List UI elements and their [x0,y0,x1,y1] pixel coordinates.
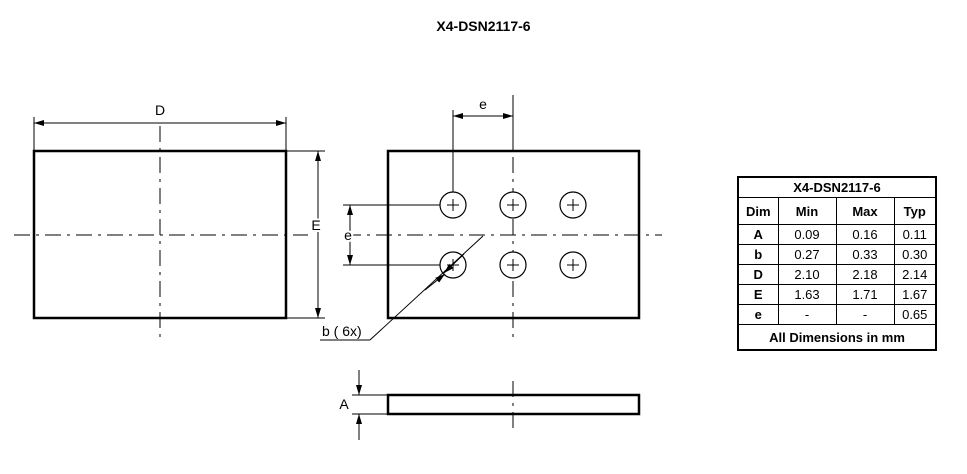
dim-D-label: D [155,102,165,118]
row-typ: 1.67 [893,284,937,305]
dim-e-h-label: e [479,96,487,112]
row-max: 1.71 [835,284,895,305]
row-dim: E [737,284,779,305]
row-max: 0.33 [835,244,895,265]
row-typ: 0.30 [893,244,937,265]
ball-2-3 [559,251,587,279]
row-min: - [777,304,837,325]
row-dim: D [737,264,779,285]
ball-1-2 [499,191,527,219]
dimension-table-header-row: Dim Min Max Typ [737,197,937,225]
header-dim: Dim [737,197,779,225]
table-row: A 0.09 0.16 0.11 [737,224,937,245]
ball-2-2 [499,251,527,279]
table-row: E 1.63 1.71 1.67 [737,284,937,305]
header-typ: Typ [893,197,937,225]
dim-b-label: b ( 6x) [322,323,362,339]
row-max: - [835,304,895,325]
ball-1-1 [439,191,467,219]
dim-b-leader-line [369,235,484,341]
row-min: 1.63 [777,284,837,305]
dimension-table-footer: All Dimensions in mm [737,324,937,351]
row-dim: e [737,304,779,325]
header-max: Max [835,197,895,225]
ball-1-3 [559,191,587,219]
row-dim: A [737,224,779,245]
row-typ: 2.14 [893,264,937,285]
top-view: D E [14,102,325,338]
table-row: D 2.10 2.18 2.14 [737,264,937,285]
row-min: 2.10 [777,264,837,285]
side-view: A [339,370,641,440]
row-min: 0.09 [777,224,837,245]
row-typ: 0.65 [893,304,937,325]
dim-e-v-label: e [344,227,352,243]
dimension-table-title: X4-DSN2117-6 [737,176,937,198]
dim-A-label: A [339,396,349,412]
dim-b-arrow-outer [424,273,446,291]
row-max: 2.18 [835,264,895,285]
table-row: e - - 0.65 [737,304,937,325]
row-dim: b [737,244,779,265]
drawing-title: X4-DSN2117-6 [436,18,531,34]
dimension-table: X4-DSN2117-6 Dim Min Max Typ A 0.09 0.16… [737,176,937,351]
dim-b-arrow-inner [443,253,465,274]
row-max: 0.16 [835,224,895,245]
dim-E-label: E [311,217,320,233]
table-row: b 0.27 0.33 0.30 [737,244,937,265]
row-min: 0.27 [777,244,837,265]
header-min: Min [777,197,837,225]
row-typ: 0.11 [893,224,937,245]
bottom-view: e e [320,95,662,341]
